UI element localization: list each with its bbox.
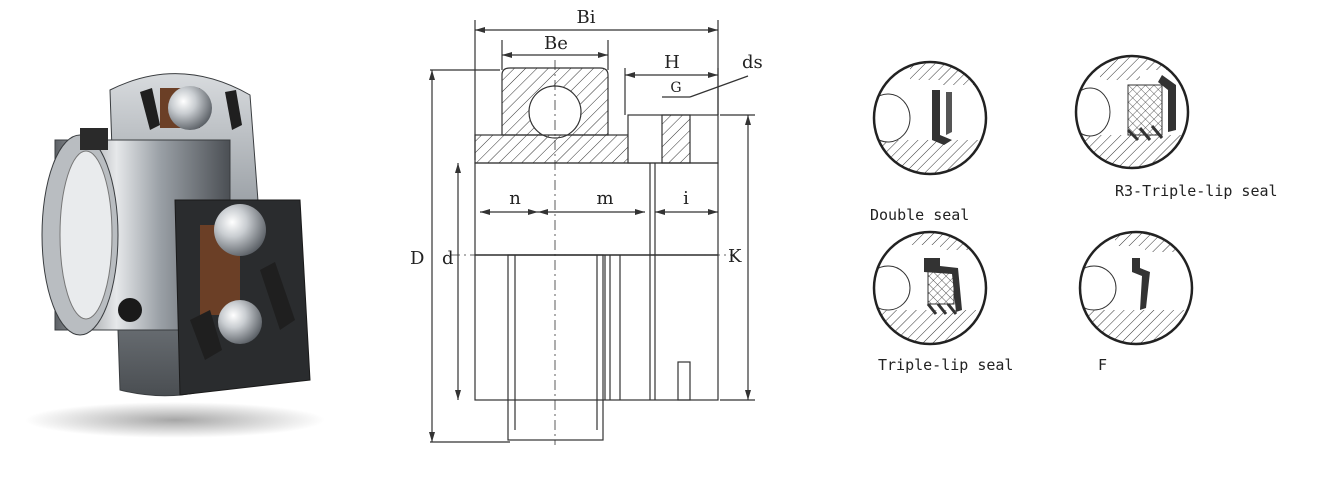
seal-label-triple-lip: Triple-lip seal bbox=[878, 356, 1013, 374]
bore-hole bbox=[59, 150, 113, 320]
screw-hole-icon bbox=[118, 298, 142, 322]
set-screw bbox=[80, 128, 108, 150]
seal-lip-2 bbox=[260, 262, 295, 330]
seal-lip bbox=[190, 310, 222, 360]
seal-label-r3-triple-lip: R3-Triple-lip seal bbox=[1115, 182, 1278, 200]
seal-detail-triple-lip bbox=[872, 230, 988, 346]
seal-detail-r3-triple-lip bbox=[1074, 54, 1190, 170]
label-i: i bbox=[683, 188, 689, 209]
label-ds: ds bbox=[742, 52, 763, 73]
bearing-insert-illustration bbox=[0, 0, 330, 496]
seal-detail-f bbox=[1078, 230, 1194, 346]
bearing-section-drawing: Bi Be H ds G n m i D d K bbox=[410, 7, 763, 445]
label-be: Be bbox=[544, 33, 568, 54]
top-seal-left bbox=[140, 88, 160, 130]
seal-label-f: F bbox=[1098, 356, 1107, 374]
label-d-bore: d bbox=[442, 248, 454, 269]
label-m: m bbox=[596, 188, 613, 209]
label-g: G bbox=[670, 80, 681, 96]
seal-label-double: Double seal bbox=[870, 206, 969, 224]
label-bi: Bi bbox=[577, 7, 596, 28]
ball-bottom bbox=[218, 300, 262, 344]
leader-ds bbox=[689, 75, 749, 98]
seal-variants-graphic: Double seal R3-Triple-lip seal bbox=[870, 54, 1278, 374]
label-k: K bbox=[728, 246, 742, 267]
label-h: H bbox=[664, 52, 680, 73]
label-n: n bbox=[509, 188, 521, 209]
ball-middle bbox=[214, 204, 266, 256]
shaft-outline bbox=[507, 254, 604, 441]
seal-variants: Double seal R3-Triple-lip seal bbox=[840, 0, 1330, 496]
seal-detail-double bbox=[872, 60, 988, 176]
top-seal-right bbox=[225, 90, 242, 130]
bearing-cutaway-graphic bbox=[25, 73, 325, 438]
set-screw-section bbox=[661, 114, 691, 164]
drop-shadow bbox=[25, 402, 325, 438]
dimension-drawing: Bi Be H ds G n m i D d K bbox=[390, 0, 790, 496]
label-d-outer: D bbox=[410, 248, 424, 269]
ball-top bbox=[168, 86, 212, 130]
inner-ring-section bbox=[474, 134, 651, 164]
ball-section bbox=[528, 85, 582, 139]
